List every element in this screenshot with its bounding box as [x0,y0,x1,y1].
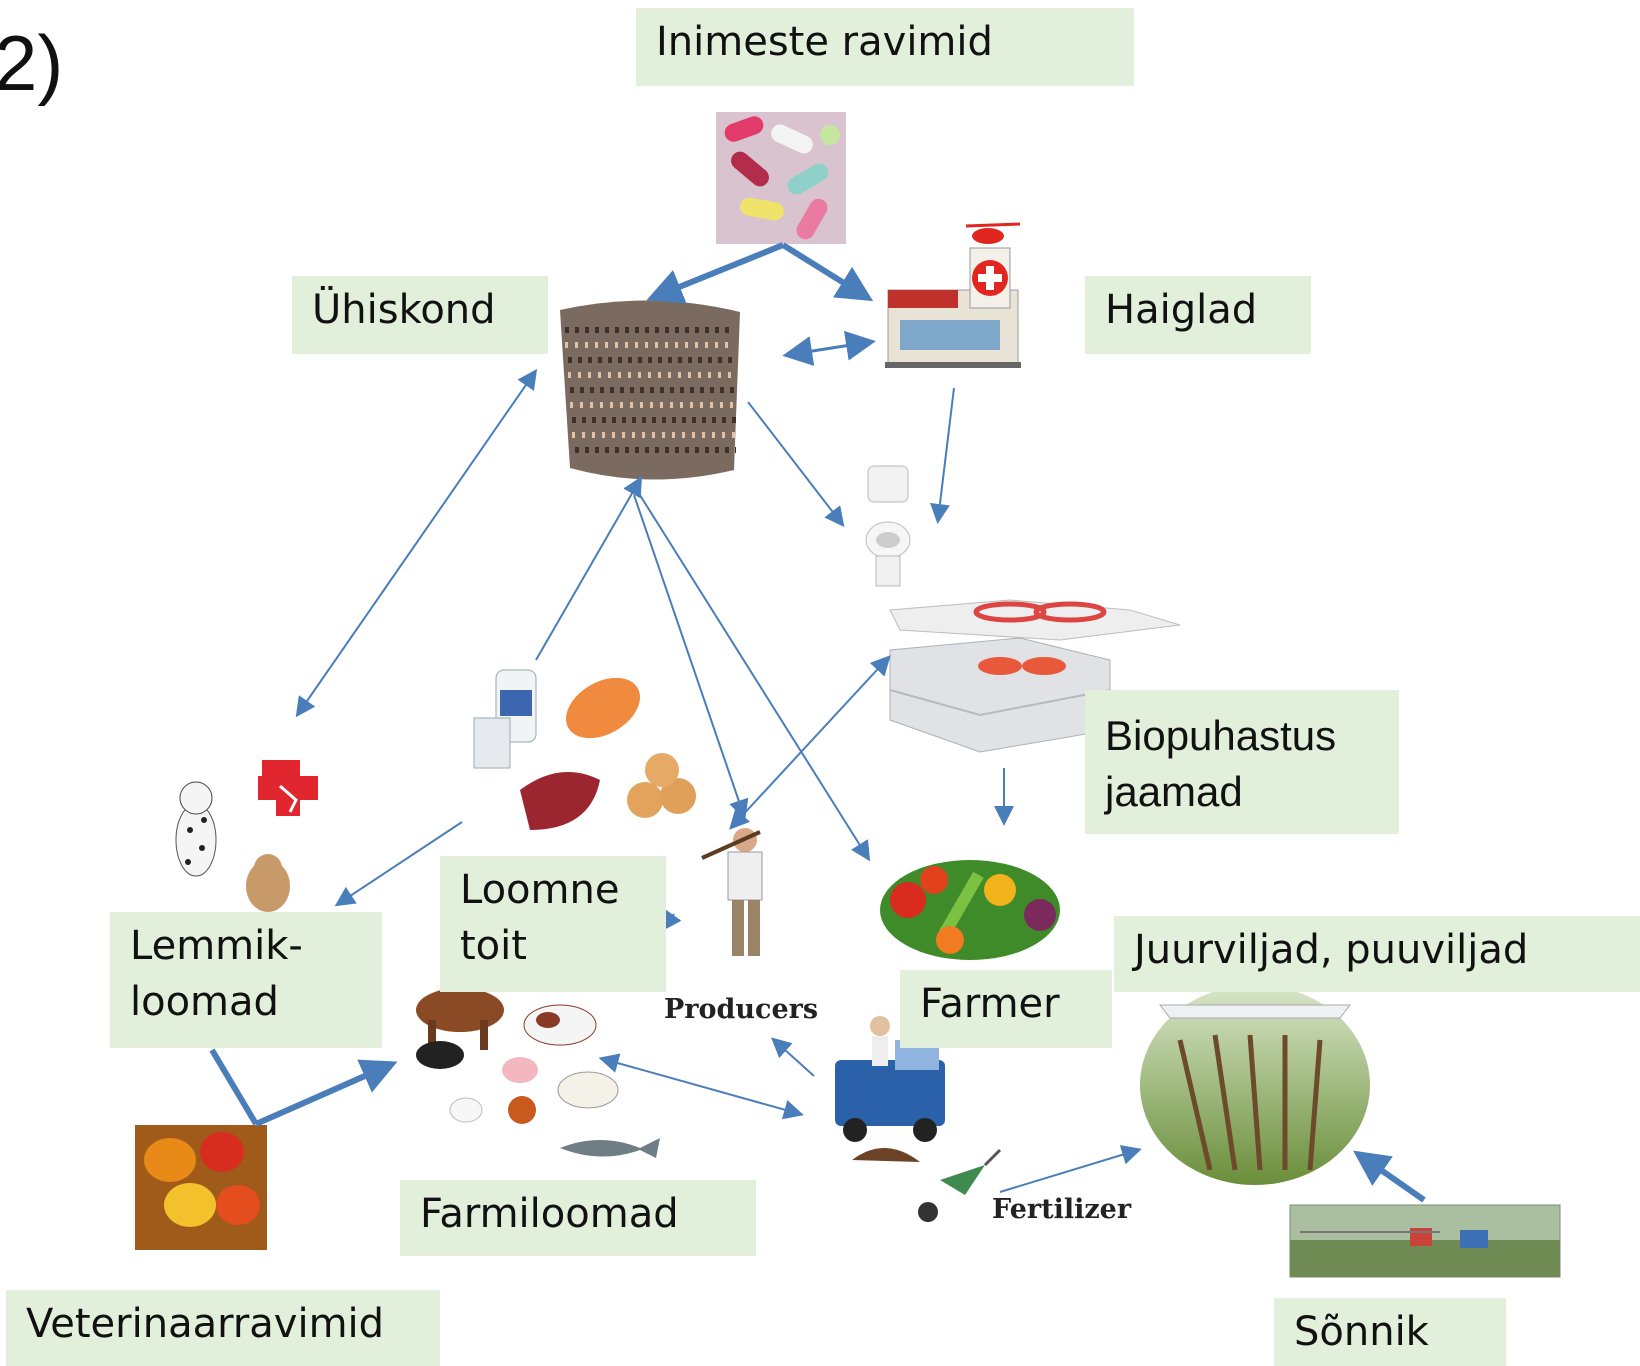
human-medicines-label: Inimeste ravimid [636,8,1134,86]
wheelbarrow-icon [918,1148,1002,1222]
crowd-icon [560,300,740,480]
treatment-plant-icon [889,599,1181,753]
producer-icon [701,828,763,956]
toilet-icon [865,465,911,587]
fertilizer-caption: Fertilizer [992,1194,1132,1225]
pets-label-line2: loomad [130,979,279,1025]
treatment-plants-label: Biopuhastus jaamad [1085,690,1399,834]
treatment-plants-label-line2: jaamad [1105,768,1243,815]
farm-animals-icon [416,988,660,1158]
pills-icon [716,112,846,244]
pets-label: Lemmik- loomad [110,912,382,1048]
field-icon [1140,985,1370,1185]
animal-food-label: Loomne toit [440,856,666,992]
pets-icon [175,760,318,912]
vet-medicines-label: Veterinaarravimid [6,1290,440,1366]
animal-food-label-line2: toit [460,923,527,969]
vet-pills-icon [135,1125,267,1250]
hospitals-label: Haiglad [1085,276,1311,354]
slide-number: 2) [0,19,64,107]
producers-caption: Producers [664,994,819,1025]
flow-arrows [209,242,1426,1203]
animal-food-label-line1: Loomne [460,867,620,913]
produce-label: Juurviljad, puuviljad [1114,916,1640,992]
food-icon [473,669,696,830]
tractor-icon [1289,1204,1561,1278]
treatment-plants-label-line1: Biopuhastus [1105,712,1337,759]
hospital-icon [885,222,1021,368]
manure-label: Sõnnik [1274,1298,1506,1366]
vegetables-icon [880,860,1060,960]
farmer-label: Farmer [900,970,1112,1048]
farm-animals-label: Farmiloomad [400,1180,756,1256]
pets-label-line1: Lemmik- [130,923,303,969]
society-label: Ühiskond [292,276,548,354]
